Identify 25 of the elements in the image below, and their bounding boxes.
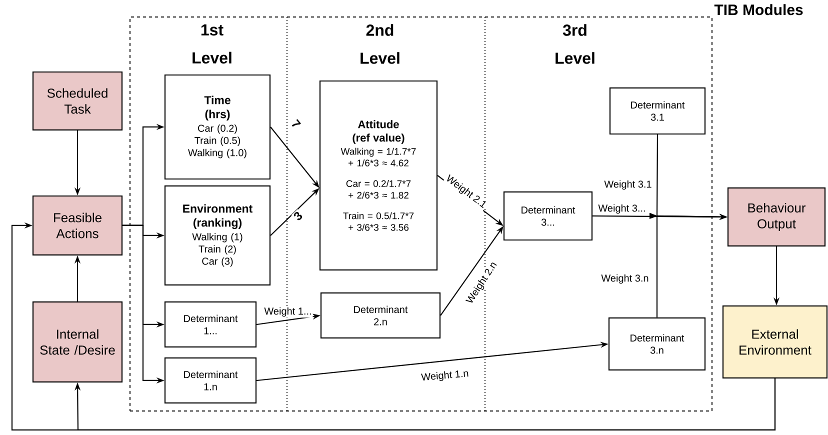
process-box: Environment (ranking) Walking (1) Train (2) Car (3) xyxy=(164,185,271,286)
process-box: Attitude (ref value) Walking = 1/1.7*7 + 1/6*3 ≈ 4.62 Car = 0.2/1.7*7 + 2/6*3 ≈ 1.82 Train = 0.5/1.7*7 + 3/6*3 ≈ 3.56 xyxy=(319,80,438,271)
edge-label: Weight 3.n xyxy=(600,273,650,285)
process-box: Determinant 3.n xyxy=(608,317,706,371)
edge-label: 3 xyxy=(291,209,305,223)
process-box: Determinant 3.1 xyxy=(609,87,706,135)
arrow xyxy=(11,222,776,431)
edge-label: 7 xyxy=(289,117,303,131)
process-box: Determinant 1... xyxy=(164,301,257,348)
edge-label: Weight 3.1 xyxy=(603,179,653,191)
process-box: Determinant 2.n xyxy=(320,292,441,339)
process-box: Time (hrs) Car (0.2) Train (0.5) Walking (1.0) xyxy=(164,74,271,180)
edge-label: Weight 1.n xyxy=(420,368,470,384)
level-heading: 2nd Level xyxy=(360,24,400,64)
edge-label: Weight 1... xyxy=(263,306,313,318)
edge-label: Weight 3... xyxy=(597,203,647,215)
process-box: Determinant 1.n xyxy=(164,357,257,404)
process-box: Determinant 3... xyxy=(503,191,593,241)
process-box: Internal State /Desire xyxy=(32,301,123,383)
frame-heading: TIB Modules xyxy=(714,4,803,16)
environment-box: External Environment xyxy=(722,305,828,379)
level-heading: 3rd Level xyxy=(556,24,594,64)
process-box: Scheduled Task xyxy=(32,71,123,131)
process-box: Behaviour Output xyxy=(727,187,826,247)
process-box: Feasible Actions xyxy=(32,195,123,256)
